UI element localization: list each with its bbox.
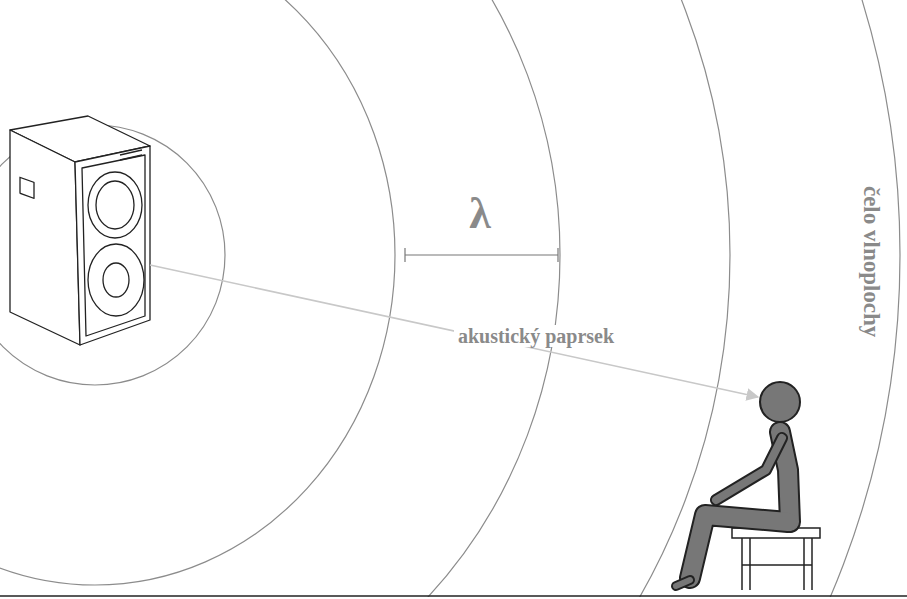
wavefront-arc xyxy=(0,0,395,585)
wavefront-arc xyxy=(0,125,225,385)
wavefront-arc xyxy=(0,0,560,597)
wavelength-symbol: λ xyxy=(469,190,491,238)
stool-symbol xyxy=(732,528,820,590)
wavelength-bracket xyxy=(405,248,558,262)
wavefront-label: čelo vlnoplochy xyxy=(859,186,884,337)
acoustic-ray xyxy=(150,265,758,397)
ray-label: akustický paprsek xyxy=(454,325,618,347)
wavefront-arc xyxy=(0,0,730,597)
speaker-symbol xyxy=(10,116,150,345)
person-figure xyxy=(676,382,800,586)
ground-line xyxy=(0,595,907,597)
